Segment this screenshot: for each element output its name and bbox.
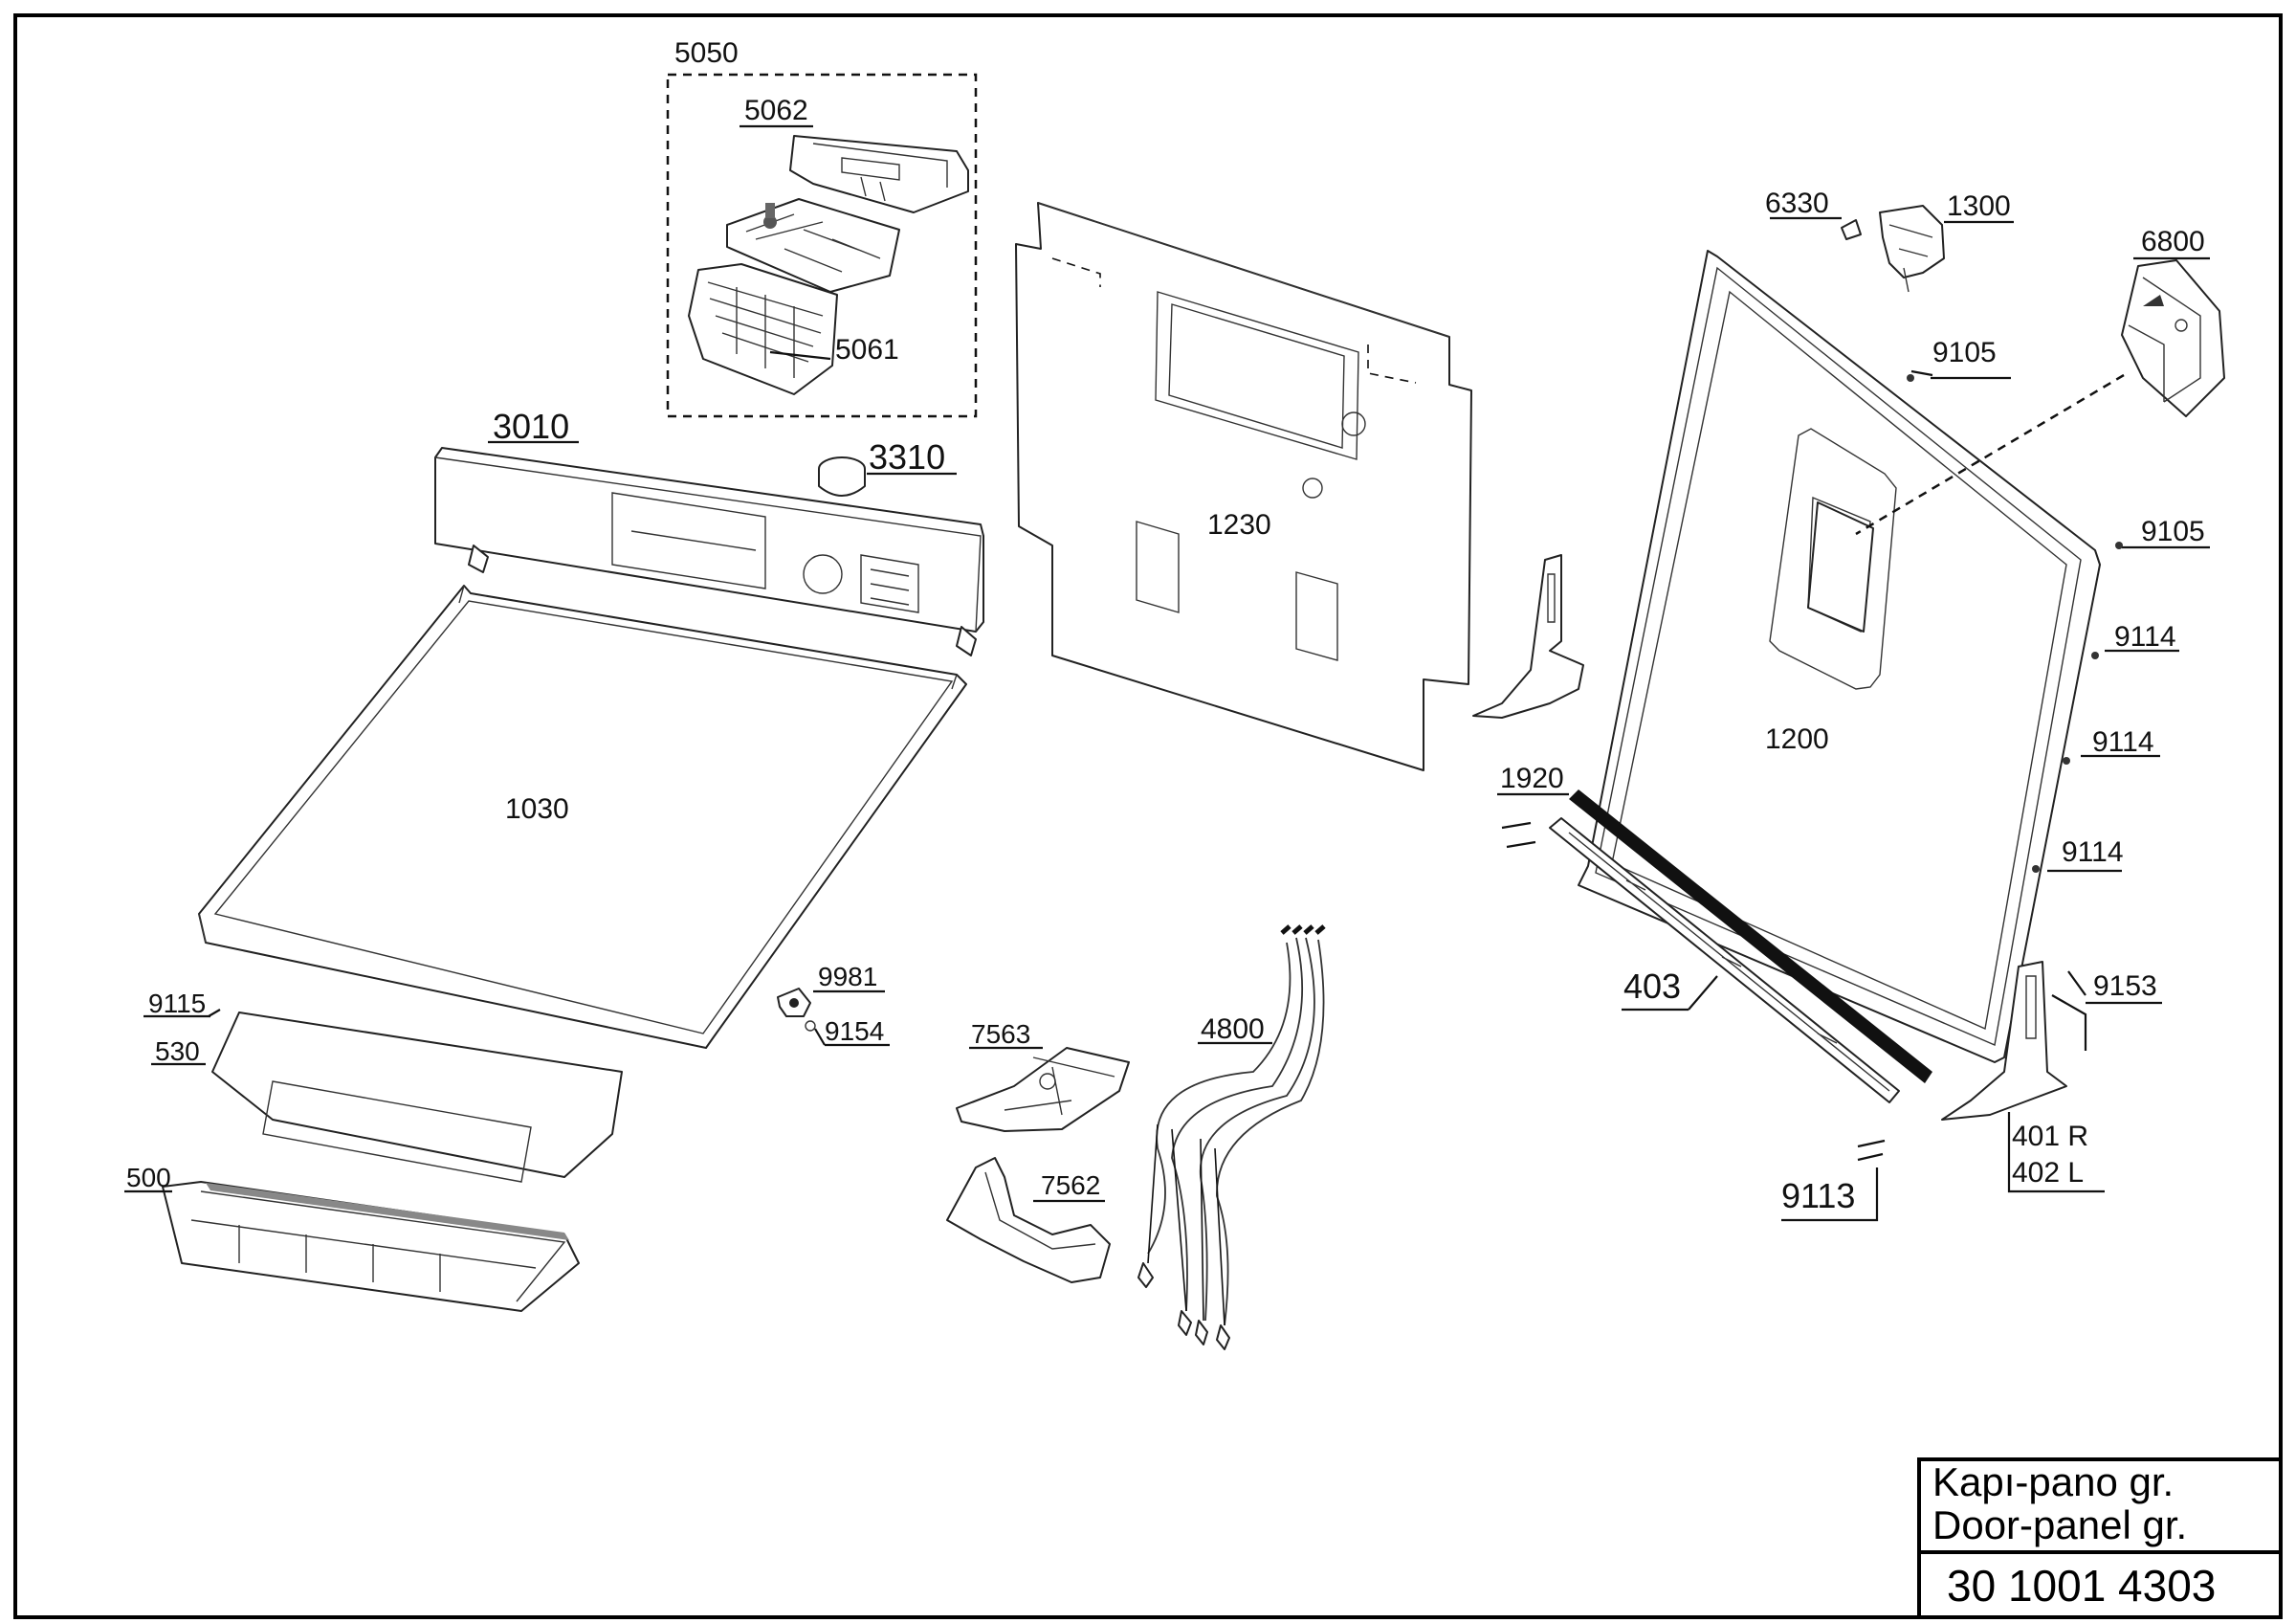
sensor-9981 (777, 988, 890, 1047)
rail-403 (1501, 817, 1900, 1103)
label-9153: 9153 (2093, 970, 2157, 1002)
part-5061-holder (688, 263, 838, 395)
label-7562: 7562 (1041, 1170, 1100, 1200)
label-9114-b: 9114 (2092, 726, 2154, 758)
bracket-530 (144, 1009, 623, 1183)
group-5050-dashed-box (666, 73, 978, 418)
gasket-1920 (1497, 789, 1932, 1083)
door-frame-1030 (198, 585, 967, 1049)
screws (1907, 369, 2210, 873)
label-9114-a: 9114 (2114, 621, 2176, 653)
label-9113: 9113 (1781, 1176, 1855, 1215)
label-402: 402 L (2012, 1157, 2084, 1189)
control-panel-3010 (434, 440, 984, 656)
label-9114-c: 9114 (2062, 836, 2124, 868)
part-labels: 5050 5062 5061 3010 3310 1230 1030 6330 … (126, 37, 2205, 1215)
label-1200: 1200 (1765, 723, 1829, 755)
label-9105-right: 9105 (2141, 516, 2205, 547)
holder-7563 (956, 1046, 1130, 1132)
label-403: 403 (1623, 967, 1681, 1006)
title-code: 30 1001 4303 (1947, 1561, 2216, 1611)
label-6800: 6800 (2141, 226, 2205, 257)
door-lock-1300 (1770, 205, 2014, 293)
title-block: Kapı-pano gr. Door-panel gr. 30 1001 430… (1917, 1457, 2283, 1619)
hinge-right (1941, 961, 2105, 1193)
label-5050: 5050 (674, 37, 739, 69)
part-5062-cover (789, 135, 969, 213)
label-1230: 1230 (1207, 509, 1271, 541)
label-3010: 3010 (493, 407, 569, 446)
label-530: 530 (155, 1036, 200, 1066)
label-9115: 9115 (148, 989, 206, 1018)
label-9105-top: 9105 (1932, 337, 1997, 368)
electronic-card-group (666, 73, 978, 418)
cable-guide-7562 (946, 1157, 1111, 1283)
label-401: 401 R (2012, 1121, 2088, 1152)
label-1030: 1030 (505, 793, 569, 825)
label-3310: 3310 (869, 437, 945, 477)
label-9981: 9981 (818, 962, 877, 991)
title-name-tr: Kapı-pano gr. (1932, 1459, 2174, 1504)
screws-9113 (1781, 1139, 1886, 1222)
label-9154: 9154 (825, 1016, 884, 1046)
dispenser-6800 (1855, 256, 2225, 536)
insulation-panel-1230 (1015, 202, 1472, 771)
label-1300: 1300 (1947, 190, 2011, 222)
kickplate-500 (124, 1181, 580, 1312)
label-6330: 6330 (1765, 188, 1829, 219)
label-500: 500 (126, 1163, 171, 1192)
harness-4800 (1137, 924, 1326, 1350)
label-1920: 1920 (1500, 763, 1564, 794)
label-4800: 4800 (1201, 1013, 1265, 1045)
sheet-border (13, 13, 2283, 1619)
knob-3310 (818, 456, 957, 497)
outer-door-1200 (1578, 250, 2101, 1063)
label-7563: 7563 (971, 1019, 1030, 1049)
label-5062: 5062 (744, 95, 808, 126)
label-5061: 5061 (835, 334, 899, 366)
hinge-left (1472, 554, 1584, 719)
title-name-en: Door-panel gr. (1932, 1502, 2187, 1547)
